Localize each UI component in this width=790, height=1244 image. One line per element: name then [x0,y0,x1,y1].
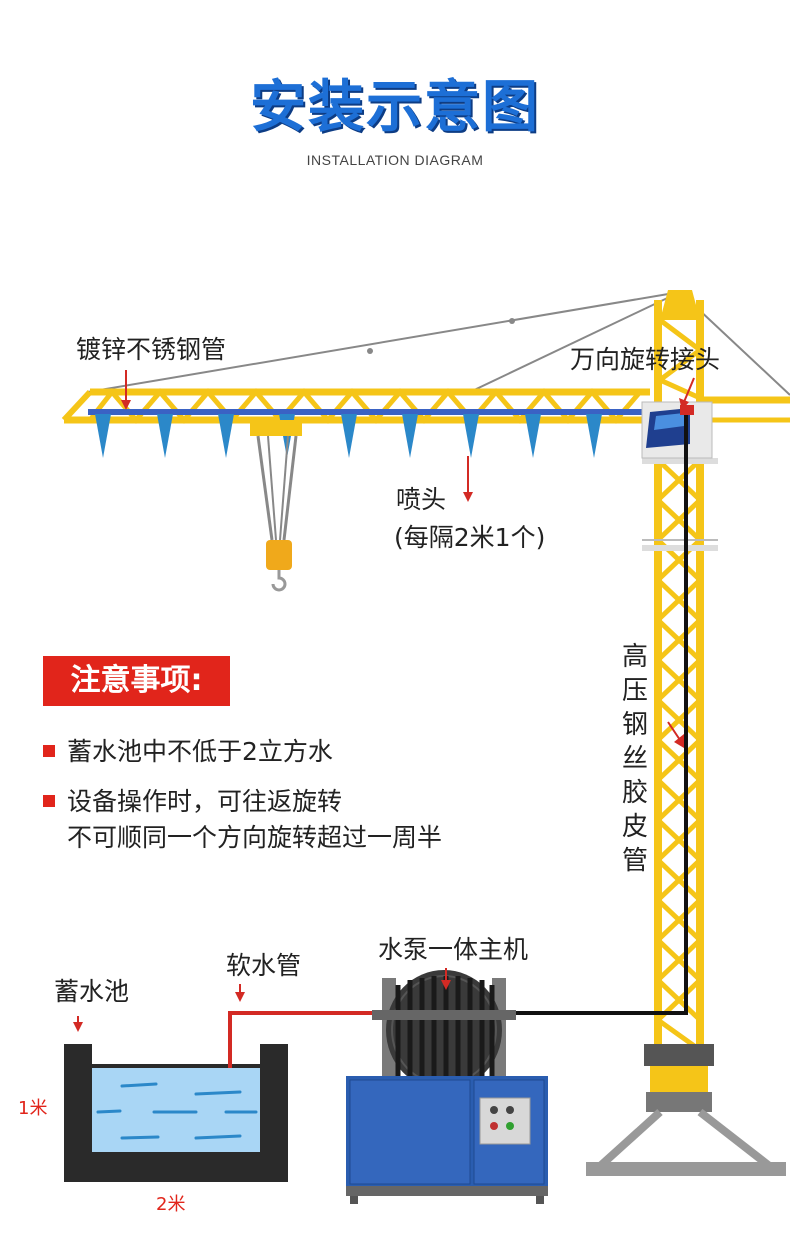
bullet-square [43,795,55,807]
label-reservoir: 蓄水池 [54,977,130,1006]
high-pressure-hose [516,415,688,1015]
soft-pipe [228,1011,378,1068]
hook-assembly [250,420,302,592]
page-subtitle: INSTALLATION DIAGRAM [306,152,484,168]
label-pump-unit: 水泵一体主机 [378,935,529,964]
notice-item-1: 蓄水池中不低于2立方水 [43,734,333,770]
label-nozzle: 喷头 [396,485,447,514]
pump-machine [346,970,548,1204]
operator-cab [641,401,713,459]
notice-text: 设备操作时，可往返旋转 [67,787,343,816]
label-soft-pipe: 软水管 [226,951,302,980]
reservoir [64,1044,288,1182]
label-galvanized-pipe: 镀锌不锈钢管 [76,335,227,364]
notice-text: 蓄水池中不低于2立方水 [67,737,333,766]
swivel-joint-marker [680,405,694,415]
page-title: 安装示意图 [250,75,540,140]
crane-base [586,1044,786,1176]
indicator-arrows [73,370,695,1032]
notice-item-2-continued: 不可顺同一个方向旋转超过一周半 [67,823,443,852]
label-width: 2米 [156,1194,186,1215]
notice-item-2: 设备操作时，可往返旋转 [43,784,342,820]
notice-heading: 注意事项: [43,656,230,706]
label-depth: 1米 [18,1098,48,1119]
label-nozzle-spacing: (每隔2米1个) [394,523,546,552]
label-swivel-joint: 万向旋转接头 [570,345,721,374]
bullet-square [43,745,55,757]
label-high-pressure-hose: 高压钢丝胶皮管 [621,642,648,876]
